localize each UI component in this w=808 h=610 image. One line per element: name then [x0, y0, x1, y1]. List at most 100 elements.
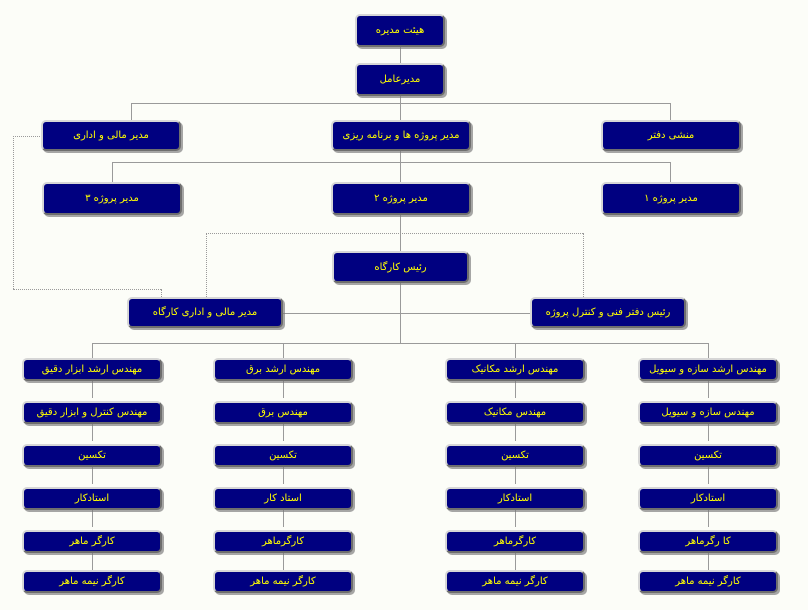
node-instrumentation-0[interactable]: مهندس ارشد ابزار دقیق	[22, 358, 162, 381]
connector-ceo-stem	[400, 96, 401, 104]
connector-bus-row3-right-drop	[670, 103, 671, 120]
connector-projects-stem	[400, 151, 401, 162]
node-label: مهندس ارشد برق	[245, 364, 321, 375]
node-mechanical-0[interactable]: مهندس ارشد مکانیک	[445, 358, 585, 381]
connector-bus-row3-left-drop	[131, 103, 132, 120]
node-finance-admin-manager[interactable]: مدیر مالی و اداری	[41, 120, 181, 151]
connector-col4-3	[708, 467, 709, 484]
node-instrumentation-4[interactable]: کارگر ماهر	[22, 530, 162, 553]
node-structural-civil-5[interactable]: کارگر نیمه ماهر	[638, 570, 778, 593]
connector-bus-row3-center-drop	[400, 103, 401, 120]
node-label: مدیر پروژه ۲	[374, 193, 428, 204]
node-structural-civil-4[interactable]: کا رگرماهر	[638, 530, 778, 553]
node-mechanical-5[interactable]: کارگر نیمه ماهر	[445, 570, 585, 593]
node-label: استاد کار	[264, 493, 302, 504]
connector-bus-row3	[131, 103, 671, 104]
dotted-finance-out	[13, 136, 46, 137]
node-label: مهندس ارشد مکانیک	[471, 364, 559, 375]
connector-bus-eng-drop-1	[92, 343, 93, 358]
dotted-bracket-top	[206, 233, 583, 234]
dotted-finance-across	[13, 289, 161, 290]
node-mechanical-4[interactable]: کارگرماهر	[445, 530, 585, 553]
connector-col2-4	[283, 510, 284, 527]
node-board-of-directors[interactable]: هیئت مدیره	[355, 14, 445, 47]
node-instrumentation-5[interactable]: کارگر نیمه ماهر	[22, 570, 162, 593]
node-label: کارگر نیمه ماهر	[59, 576, 125, 587]
node-label: کارگرماهر	[493, 536, 537, 547]
node-structural-civil-3[interactable]: استادکار	[638, 487, 778, 510]
node-electrical-5[interactable]: کارگر نیمه ماهر	[213, 570, 353, 593]
connector-bus-row4	[112, 162, 671, 163]
node-electrical-4[interactable]: کارگرماهر	[213, 530, 353, 553]
connector-col3-3	[515, 467, 516, 484]
node-electrical-0[interactable]: مهندس ارشد برق	[213, 358, 353, 381]
node-label: مهندس کنترل و ابزار دقیق	[36, 407, 148, 418]
connector-board-to-ceo	[400, 47, 401, 63]
dotted-finance-down	[13, 136, 14, 289]
connector-col2-5	[283, 553, 284, 570]
connector-col2-1	[283, 381, 284, 398]
node-ceo[interactable]: مدیرعامل	[355, 63, 445, 96]
connector-supervisors-crossbar	[283, 313, 530, 314]
connector-col4-5	[708, 553, 709, 570]
node-label: مدیر مالی و اداری کارگاه	[152, 307, 258, 318]
connector-bus-eng-drop-2	[283, 343, 284, 358]
node-structural-civil-0[interactable]: مهندس ارشد سازه و سیویل	[638, 358, 778, 381]
node-project-manager-2[interactable]: مدیر پروژه ۲	[331, 182, 471, 215]
node-instrumentation-2[interactable]: تکسین	[22, 444, 162, 467]
node-label: مدیر پروژه ۳	[85, 193, 139, 204]
connector-bus-eng-drop-3	[515, 343, 516, 358]
connector-col4-2	[708, 424, 709, 441]
connector-col2-2	[283, 424, 284, 441]
node-office-secretary[interactable]: منشی دفتر	[601, 120, 741, 151]
node-label: مدیر مالی و اداری	[73, 130, 149, 141]
node-label: مهندس سازه و سیویل	[661, 407, 755, 418]
node-label: رئیس کارگاه	[374, 261, 427, 273]
connector-col4-4	[708, 510, 709, 527]
connector-col1-1	[92, 381, 93, 398]
node-label: کارگر ماهر	[69, 536, 115, 547]
dotted-bracket-left	[206, 233, 207, 305]
node-label: تکسین	[501, 450, 529, 461]
node-technical-office-chief[interactable]: رئیس دفتر فنی و کنترل پروژه	[530, 297, 686, 328]
connector-col3-4	[515, 510, 516, 527]
node-label: استادکار	[74, 493, 110, 504]
node-instrumentation-1[interactable]: مهندس کنترل و ابزار دقیق	[22, 401, 162, 424]
connector-bus-row4-center-drop	[400, 162, 401, 182]
node-label: تکسین	[694, 450, 722, 461]
node-mechanical-1[interactable]: مهندس مکانیک	[445, 401, 585, 424]
node-label: هیئت مدیره	[375, 25, 425, 36]
connector-col3-2	[515, 424, 516, 441]
node-electrical-1[interactable]: مهندس برق	[213, 401, 353, 424]
dotted-bracket-right	[583, 233, 584, 305]
connector-bus-engineering	[92, 343, 708, 344]
node-instrumentation-3[interactable]: استادکار	[22, 487, 162, 510]
node-site-finance-admin-manager[interactable]: مدیر مالی و اداری کارگاه	[127, 297, 283, 328]
connector-col3-5	[515, 553, 516, 570]
node-project-manager-3[interactable]: مدیر پروژه ۳	[42, 182, 182, 215]
node-label: مدیرعامل	[379, 74, 421, 85]
node-label: مدیر پروژه ۱	[644, 193, 698, 204]
node-mechanical-3[interactable]: استادکار	[445, 487, 585, 510]
node-electrical-3[interactable]: استاد کار	[213, 487, 353, 510]
connector-bus-row4-left-drop	[112, 162, 113, 182]
node-mechanical-2[interactable]: تکسین	[445, 444, 585, 467]
connector-col2-3	[283, 467, 284, 484]
node-electrical-2[interactable]: تکسین	[213, 444, 353, 467]
node-label: کارگرماهر	[261, 536, 305, 547]
node-label: کارگر نیمه ماهر	[482, 576, 548, 587]
node-label: کارگر نیمه ماهر	[675, 576, 741, 587]
connector-col1-3	[92, 467, 93, 484]
connector-col1-2	[92, 424, 93, 441]
node-label: مدیر پروژه ها و برنامه ریزی	[342, 130, 460, 141]
node-projects-planning-manager[interactable]: مدیر پروژه ها و برنامه ریزی	[331, 120, 471, 151]
node-label: استادکار	[497, 493, 533, 504]
node-label: منشی دفتر	[647, 130, 695, 141]
node-structural-civil-1[interactable]: مهندس سازه و سیویل	[638, 401, 778, 424]
node-site-chief[interactable]: رئیس کارگاه	[332, 251, 469, 283]
node-label: تکسین	[269, 450, 297, 461]
node-label: مهندس مکانیک	[483, 407, 547, 418]
node-project-manager-1[interactable]: مدیر پروژه ۱	[601, 182, 741, 215]
node-structural-civil-2[interactable]: تکسین	[638, 444, 778, 467]
